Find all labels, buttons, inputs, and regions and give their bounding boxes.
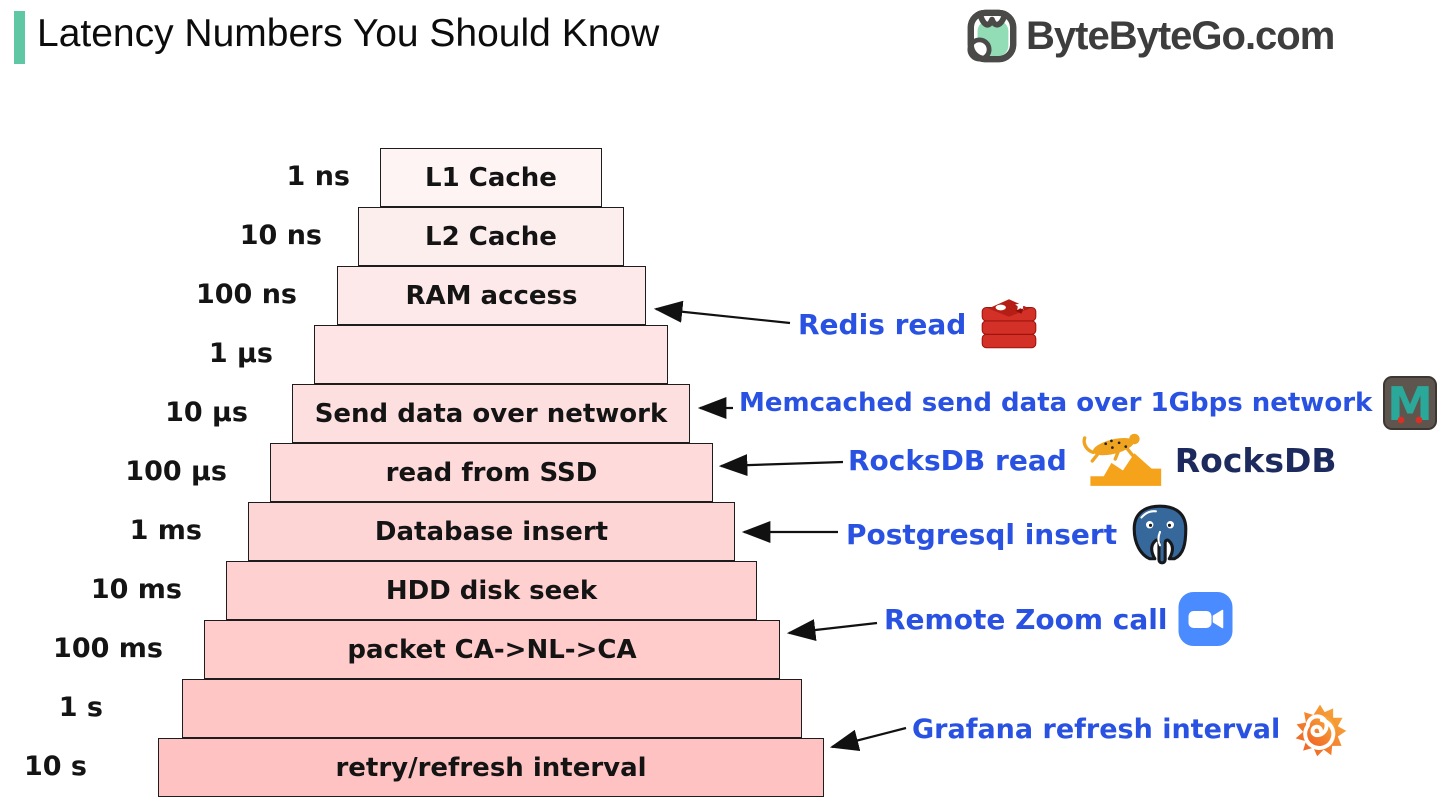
time-label: 1 ms (129, 515, 202, 546)
annotation-memcached: Memcached send data over 1Gbps network M (739, 374, 1438, 432)
pyramid-row-1: L1 Cache (380, 148, 602, 207)
annotation-zoom: Remote Zoom call (884, 590, 1234, 648)
pyramid-row-label: retry/refresh interval (335, 752, 647, 783)
pyramid-row-label: packet CA->NL->CA (347, 634, 637, 665)
time-label: 10 s (23, 751, 87, 782)
pyramid-row-label: read from SSD (385, 457, 598, 488)
svg-text:M: M (1387, 377, 1433, 431)
page-title: Latency Numbers You Should Know (37, 12, 660, 55)
brand: ByteByteGo.com (966, 8, 1335, 64)
annotation-label: RocksDB read (848, 443, 1067, 477)
pyramid-row-label: RAM access (405, 280, 578, 311)
grafana-icon (1295, 704, 1347, 757)
time-label: 10 µs (165, 397, 248, 428)
pyramid-row-5: Send data over network (292, 384, 690, 443)
pyramid-row-9: packet CA->NL->CA (204, 620, 780, 679)
pyramid-row-label: Database insert (374, 516, 609, 547)
annotation-rocksdb: RocksDB read RocksDB (848, 430, 1337, 490)
pyramid-row-label: L2 Cache (425, 221, 557, 252)
pyramid-row-label: L1 Cache (425, 162, 557, 193)
annotation-label: Postgresql insert (846, 517, 1118, 551)
time-label: 1 s (58, 692, 103, 723)
pyramid-row-4 (314, 325, 668, 384)
rocksdb-cheetah-icon (1082, 433, 1161, 486)
time-label: 100 ns (195, 279, 297, 310)
pyramid-row-8: HDD disk seek (226, 561, 757, 620)
time-label: 1 µs (208, 338, 273, 369)
pyramid-row-6: read from SSD (270, 443, 713, 502)
annotation-postgresql: Postgresql insert (846, 501, 1193, 567)
annotation-redis: Redis read (798, 292, 1042, 356)
pyramid-row-7: Database insert (248, 502, 735, 561)
pyramid-row-10 (182, 679, 802, 738)
time-label: 10 ns (239, 220, 322, 251)
pyramid-row-11: retry/refresh interval (158, 738, 824, 797)
brand-name: ByteByteGo.com (1026, 13, 1335, 58)
annotation-label: Memcached send data over 1Gbps network (739, 388, 1373, 418)
rocksdb-logo-text: RocksDB (1174, 440, 1337, 480)
title-accent-bar (14, 11, 25, 64)
annotation-label: Redis read (798, 307, 967, 341)
postgresql-icon (1132, 504, 1188, 565)
zoom-icon (1178, 592, 1233, 646)
pyramid-row-label: HDD disk seek (385, 575, 598, 606)
annotation-grafana: Grafana refresh interval (912, 698, 1350, 760)
time-label: 10 ms (90, 574, 182, 605)
pyramid-row-2: L2 Cache (358, 207, 624, 266)
annotation-label: Remote Zoom call (884, 602, 1168, 636)
pyramid-row-label: Send data over network (314, 398, 668, 429)
bytebytego-icon (967, 9, 1017, 63)
time-label: 100 µs (125, 456, 227, 487)
memcached-icon: M (1383, 376, 1438, 431)
time-label: 1 ns (286, 161, 350, 192)
redis-icon (982, 299, 1037, 349)
time-label: 100 ms (53, 633, 163, 664)
annotation-label: Grafana refresh interval (912, 713, 1281, 745)
pyramid-row-3: RAM access (337, 266, 646, 325)
